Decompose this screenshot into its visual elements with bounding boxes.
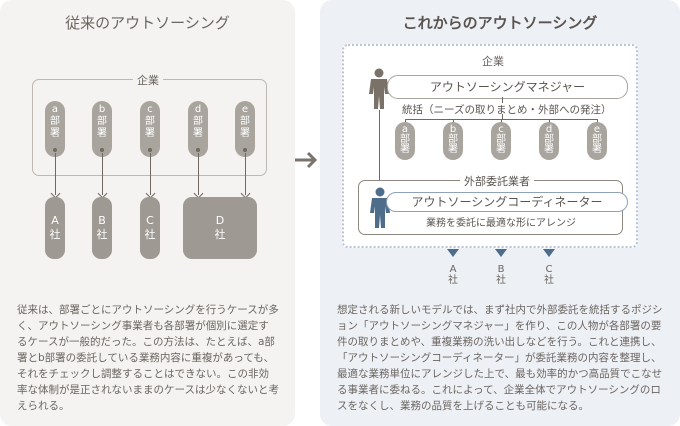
corporation-label: 企業 [482,55,504,68]
connector-line [150,153,151,195]
company-c: C 社 [140,197,160,259]
vendor-label: 外部委託業者 [460,173,534,189]
traditional-description: 従来は、部署ごとにアウトソーシングを行うケースが多く、アウトソーシング事業者も各… [17,304,279,412]
department-d: d 部 署 [188,101,208,157]
corporation-label: 企業 [133,72,163,88]
department-a: a 部 署 [395,122,415,160]
traditional-outsourcing-panel: 従来のアウトソーシング 企業 a 部 署 b 部 署 c 部 署 d 部 署 e… [0,0,295,426]
connector-line [198,153,199,195]
down-triangle-icon [495,249,507,257]
manager-person-icon [368,68,390,110]
company-d: D 社 [183,197,257,259]
bus-drop [502,114,503,119]
manager-pill: アウトソーシングマネジャー [387,75,628,99]
department-e: e 部 署 [235,101,255,157]
down-triangle-icon [447,249,459,257]
department-e: e 部 署 [587,122,607,160]
department-a: a 部 署 [45,101,65,157]
dept-letter: a [51,104,59,115]
future-title: これからのアウトソーシング [402,14,598,32]
future-description: 想定される新しいモデルでは、まず社内で外部委託を統括するポジション「アウトソーシ… [337,304,663,412]
right-arrow-icon [293,150,319,170]
company-a: A 社 [45,197,65,259]
department-c: c 部 署 [491,122,511,160]
coordinator-pill: アウトソーシングコーディネーター [386,192,628,212]
connector-line [102,153,103,195]
oversight-label: 統括（ニーズの取りまとめ・外部への発注） [402,104,612,116]
department-b: b 部 署 [92,101,112,157]
down-triangle-icon [543,249,555,257]
company-b: B 社 [496,264,506,286]
oversight-connector [502,97,503,103]
company-c: C 社 [544,264,554,286]
future-outsourcing-panel: これからのアウトソーシング 企業 アウトソーシングマネジャー 統括（ニーズの取り… [320,0,680,426]
connector-line [55,153,56,195]
department-b: b 部 署 [443,122,463,160]
coordinator-person-icon [369,187,391,229]
department-c: c 部 署 [140,101,160,157]
department-d: d 部 署 [539,122,559,160]
manager-to-coordinator-line [379,110,380,185]
connector-line [245,153,246,195]
company-a: A 社 [448,264,458,286]
company-b: B 社 [92,197,112,259]
coordinator-subtext: 業務を委託に最適な形にアレンジ [426,218,576,229]
traditional-title: 従来のアウトソーシング [65,14,230,32]
